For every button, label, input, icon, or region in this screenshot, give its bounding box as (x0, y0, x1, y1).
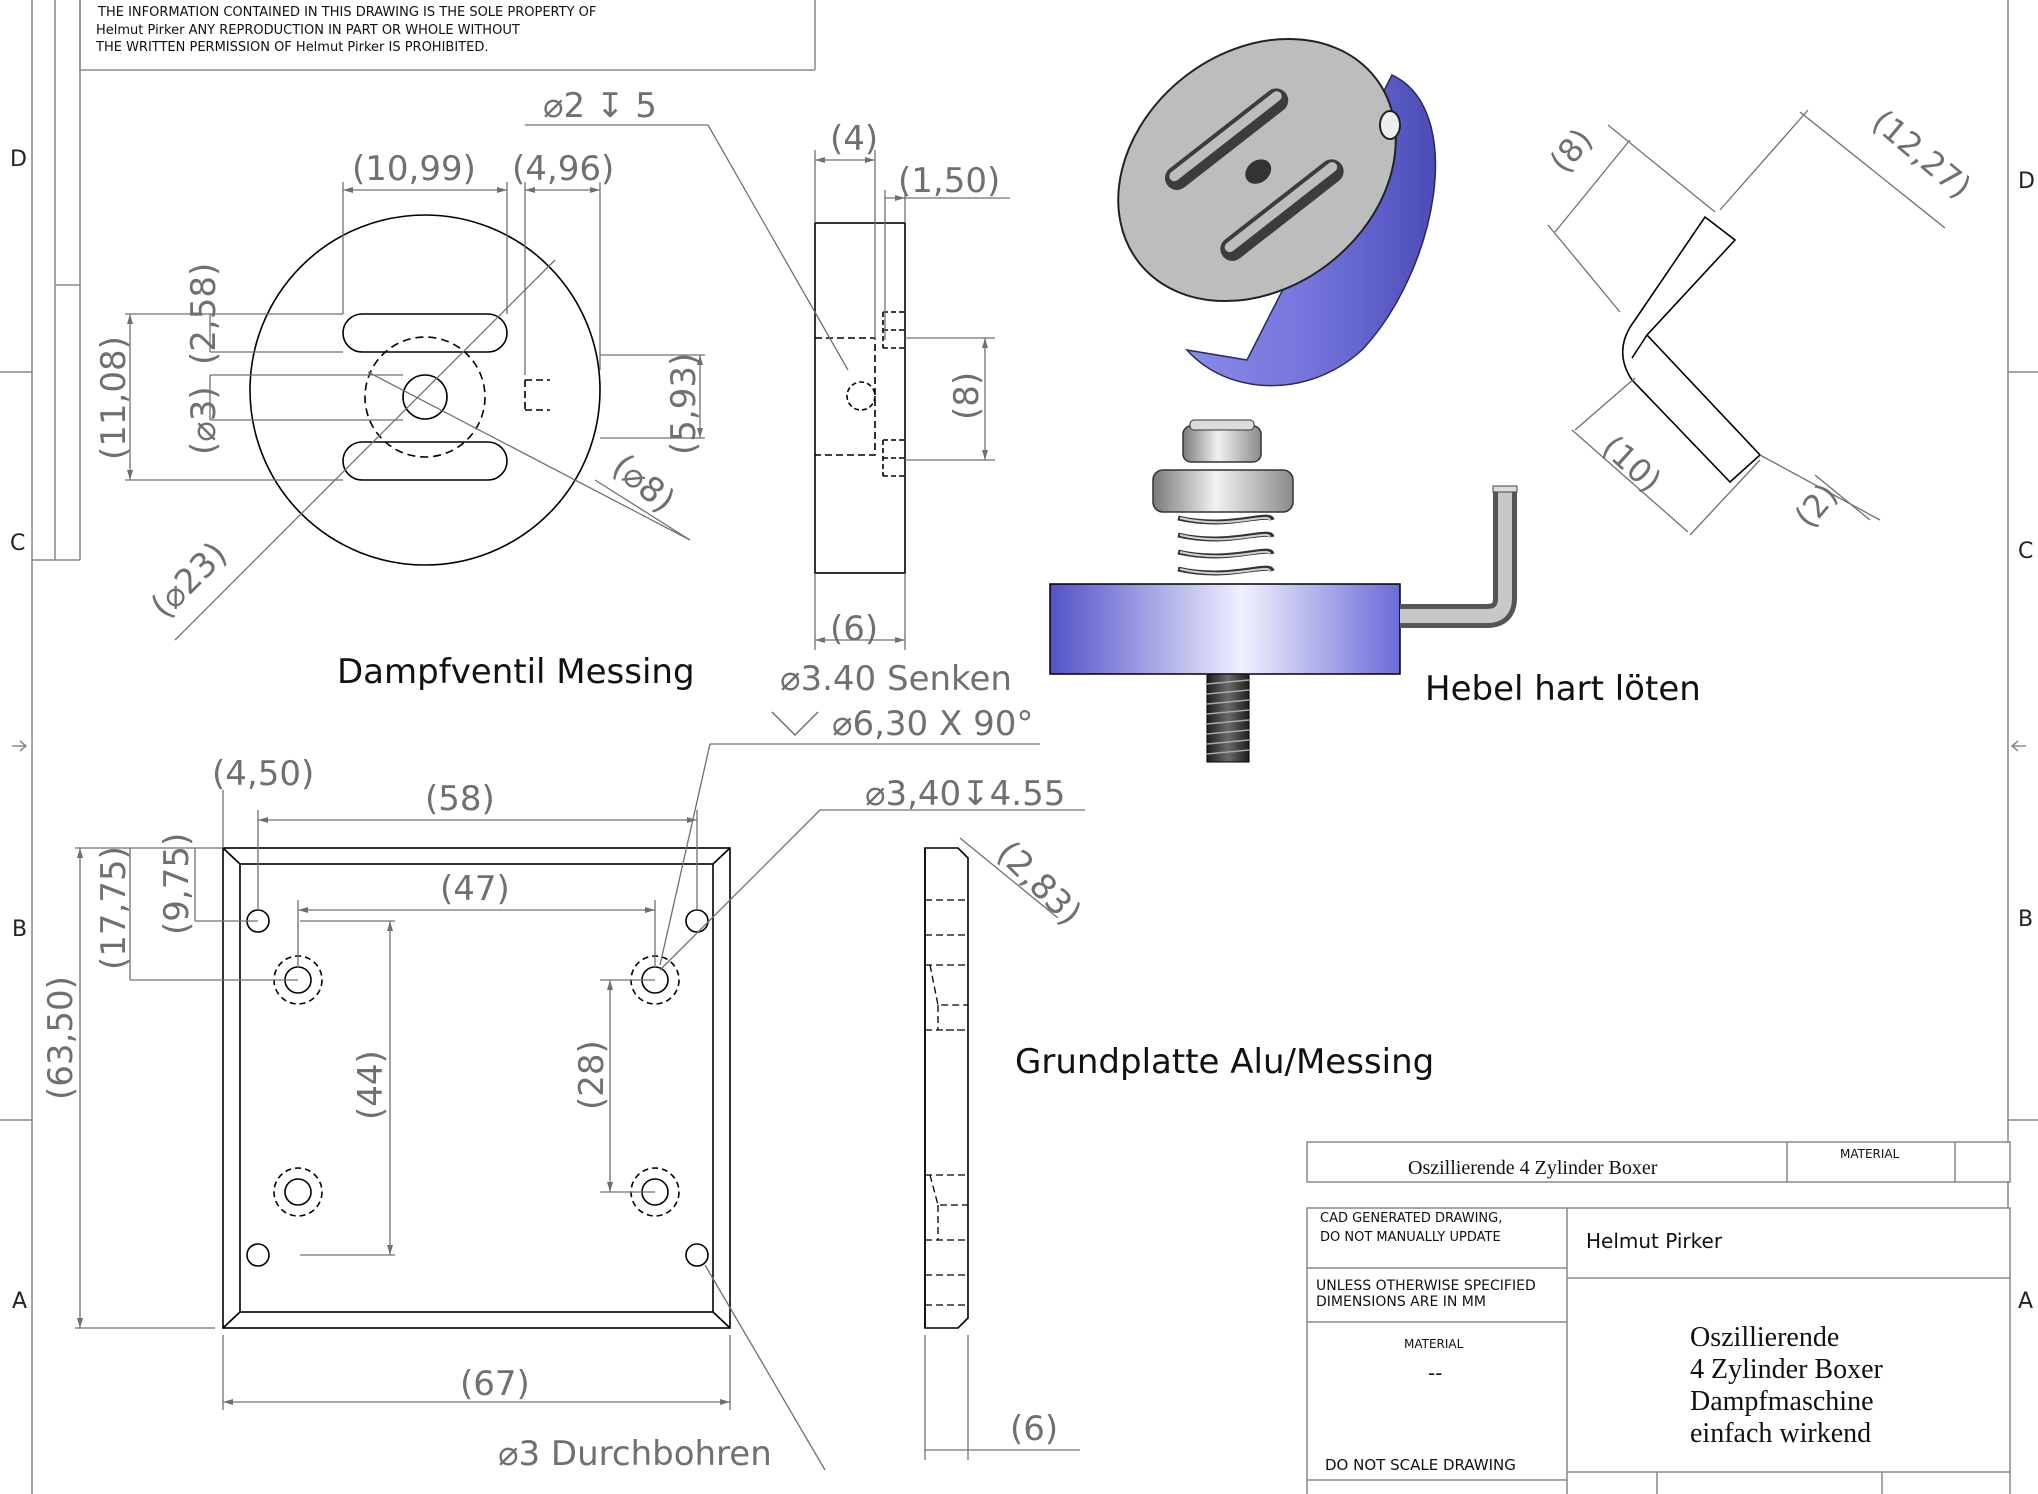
dim-28: (28) (572, 1040, 612, 1110)
lever-dim-2: (2) (1787, 476, 1845, 535)
assembly-3d-view: Hebel hart löten (1049, 419, 1701, 763)
lever-title: Hebel hart löten (1425, 669, 1701, 709)
dim-11-08: (11,08) (94, 336, 134, 460)
hole-note: ⌀2 ↧ 5 (543, 86, 657, 126)
zone-left-d: D (10, 147, 27, 172)
base-plate-front-view: (4,50) (58) (47) (17,75) (9,75) (63,50) … (41, 659, 1085, 1474)
zone-right-d: D (2018, 169, 2035, 194)
drawing-name-line-1: Oszillierende (1690, 1322, 1839, 1353)
valve-front-view: (10,99) (4,96) (2,58) (11,08) (⌀3) (5,93… (94, 149, 705, 692)
dim-17-75: (17,75) (94, 846, 134, 970)
lever-dim-8: (8) (1542, 121, 1600, 180)
dim-4-50: (4,50) (212, 754, 314, 794)
dim-side-plate-6: (6) (1010, 1409, 1058, 1449)
note-through: ⌀3 Durchbohren (498, 1434, 772, 1474)
zone-left-a: A (12, 1289, 27, 1314)
dim-side-4: (4) (830, 119, 878, 159)
cad-note-1: CAD GENERATED DRAWING, (1320, 1211, 1502, 1226)
dim-side-6: (6) (830, 609, 878, 649)
dim-side-8: (8) (947, 372, 987, 420)
dim-5-93: (5,93) (664, 353, 704, 455)
drawing-name-line-4: einfach wirkend (1690, 1418, 1871, 1449)
dim-2-83: (2,83) (989, 833, 1090, 934)
material-value: -- (1428, 1361, 1442, 1385)
title-block-top-material-label: MATERIAL (1840, 1147, 1900, 1161)
countersink-symbol (771, 711, 819, 737)
lever-view: (8) (12,27) (10) (2) (1542, 102, 1979, 536)
scale-note: DO NOT SCALE DRAWING (1325, 1456, 1516, 1474)
zone-right-c: C (2018, 539, 2033, 564)
author-name: Helmut Pirker (1586, 1229, 1723, 1253)
dim-67: (67) (460, 1364, 530, 1404)
dim-47: (47) (440, 869, 510, 909)
dim-phi23: (⌀23) (143, 534, 235, 626)
zone-letters: D C B A D C B A (10, 147, 2035, 1314)
note-countersink-1: ⌀3.40 Senken (780, 659, 1012, 699)
valve-title: Dampfventil Messing (337, 652, 695, 692)
drawing-name-line-2: 4 Zylinder Boxer (1690, 1354, 1884, 1385)
copyright-line-1: THE INFORMATION CONTAINED IN THIS DRAWIN… (97, 5, 596, 20)
valve-side-view: ⌀2 ↧ 5 (4) (1,50) (8) (6) (525, 86, 1010, 650)
drawing-name-line-3: Dampfmaschine (1690, 1386, 1874, 1417)
title-block-top-title: Oszillierende 4 Zylinder Boxer (1408, 1157, 1658, 1179)
dim-2-58: (2,58) (184, 263, 224, 365)
dim-side-1-50: (1,50) (898, 161, 1000, 201)
zone-right-a: A (2018, 1289, 2033, 1314)
zone-left-b: B (12, 917, 27, 942)
copyright-notice: THE INFORMATION CONTAINED IN THIS DRAWIN… (95, 5, 596, 55)
units-note-1: UNLESS OTHERWISE SPECIFIED (1316, 1278, 1536, 1294)
valve-3d-view (1117, 37, 1437, 387)
lever-dim-10: (10) (1595, 428, 1669, 500)
zone-left-c: C (10, 531, 25, 556)
copyright-line-3: THE WRITTEN PERMISSION OF Helmut Pirker … (95, 40, 488, 55)
dim-63-50: (63,50) (41, 976, 81, 1100)
dim-9-75: (9,75) (157, 833, 197, 935)
lever-dim-12-27: (12,27) (1865, 102, 1979, 206)
dim-58: (58) (425, 779, 495, 819)
dim-44: (44) (351, 1050, 391, 1120)
copyright-line-2: Helmut Pirker ANY REPRODUCTION IN PART O… (96, 23, 520, 38)
cad-note-2: DO NOT MANUALLY UPDATE (1320, 1230, 1501, 1245)
zone-right-b: B (2018, 907, 2033, 932)
note-countersink-2: ⌀6,30 X 90° (832, 704, 1033, 744)
dim-phi3: (⌀3) (184, 386, 224, 455)
material-label: MATERIAL (1404, 1337, 1464, 1351)
base-title: Grundplatte Alu/Messing (1015, 1042, 1434, 1082)
dim-4-96: (4,96) (512, 149, 614, 189)
title-block: Oszillierende 4 Zylinder Boxer MATERIAL … (1306, 1141, 2011, 1494)
units-note-2: DIMENSIONS ARE IN MM (1316, 1294, 1486, 1310)
dim-10-99: (10,99) (352, 149, 476, 189)
note-tapped: ⌀3,40↧4.55 (865, 774, 1065, 814)
